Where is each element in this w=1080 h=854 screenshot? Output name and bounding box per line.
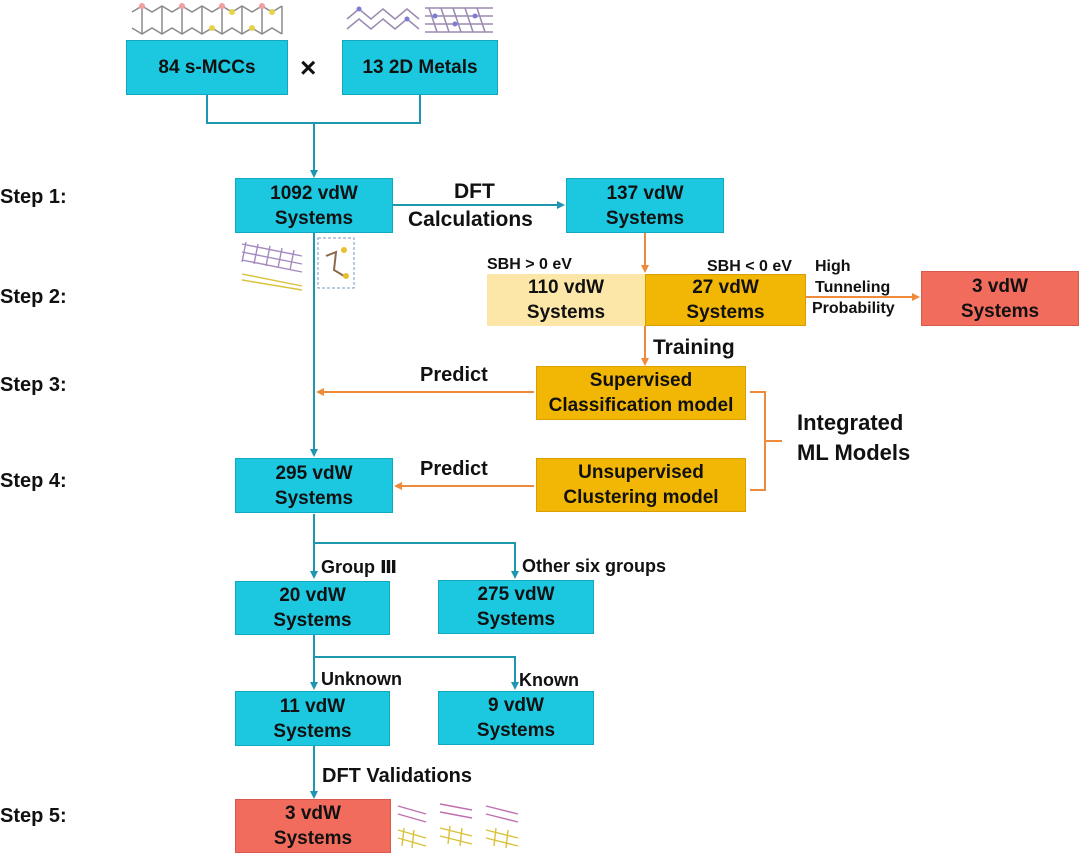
box-1092-line1: 1092 vdW [270, 182, 358, 204]
sbh-positive-label: SBH > 0 eV [487, 256, 572, 273]
input-merge-line [206, 95, 421, 124]
box-110-systems: 110 vdW Systems [487, 274, 645, 326]
box-110-line1: 110 vdW [527, 277, 605, 298]
metal-lattice-icon [346, 6, 493, 33]
times-symbol: × [300, 52, 317, 83]
box-275-line1: 275 vdW [477, 584, 555, 605]
box-3-systems-bottom: 3 vdW Systems [235, 799, 391, 853]
supervised-model-box: Supervised Classification model [536, 366, 746, 420]
other-groups-label: Other six groups [522, 556, 667, 576]
sbh-negative-label: SBH < 0 eV [707, 258, 792, 275]
step-3-label: Step 3: [0, 374, 67, 396]
input-2d-metals-box: 13 2D Metals [342, 40, 498, 95]
step-4-label: Step 4: [0, 470, 67, 492]
calculations-label: Calculations [408, 208, 533, 231]
dft-validations-label: DFT Validations [322, 765, 473, 787]
box-3-bottom-line1: 3 vdW [285, 803, 341, 824]
heterostructure-icon [241, 237, 355, 291]
tunneling-label-3: Probability [812, 300, 895, 317]
box-295-systems: 295 vdW Systems [235, 458, 393, 513]
known-label: Known [519, 670, 579, 690]
tunneling-label-2: Tunneling [815, 279, 891, 296]
unknown-label: Unknown [321, 669, 402, 689]
box-3-top-line1: 3 vdW [972, 275, 1028, 297]
box-137-line1: 137 vdW [606, 182, 684, 204]
box-27-line2: Systems [686, 302, 765, 323]
predict-label-2: Predict [420, 458, 488, 480]
box-11-line1: 11 vdW [279, 695, 346, 717]
box-110-line2: Systems [526, 302, 606, 323]
box-295-line1: 295 vdW [275, 462, 353, 484]
box-9-line1: 9 vdW [488, 695, 544, 716]
ml-models-label: ML Models [797, 440, 911, 465]
box-20-line1: 20 vdW [279, 585, 346, 606]
tunneling-label-1: High [815, 258, 851, 275]
box-137-systems: 137 vdW Systems [566, 178, 724, 233]
supervised-line1: Supervised [589, 370, 693, 391]
dft-label: DFT [454, 180, 495, 203]
unsupervised-line2: Clustering model [563, 487, 719, 508]
box-20-systems: 20 vdW Systems [235, 581, 390, 635]
integrated-bracket [750, 391, 782, 491]
arrow-20-to-9 [314, 656, 519, 690]
input-s-mccs-label: 84 s-MCCs [158, 57, 256, 78]
box-3-bottom-line2: Systems [273, 828, 353, 849]
box-3-systems-top: 3 vdW Systems [921, 271, 1079, 326]
box-11-systems: 11 vdW Systems [235, 691, 390, 746]
supervised-line2: Classification model [548, 395, 734, 416]
result-structures-icon [397, 803, 519, 849]
box-1092-systems: 1092 vdW Systems [235, 178, 393, 233]
box-20-line2: Systems [273, 610, 352, 631]
step-1-label: Step 1: [0, 186, 67, 208]
box-3-top-line2: Systems [960, 300, 1040, 322]
integrated-label: Integrated [797, 410, 904, 435]
unsupervised-line1: Unsupervised [578, 462, 704, 483]
crystal-structure-icon [131, 3, 283, 35]
box-295-line2: Systems [274, 487, 354, 509]
predict-label-1: Predict [420, 364, 488, 386]
input-2d-metals-label: 13 2D Metals [362, 57, 478, 78]
unsupervised-model-box: Unsupervised Clustering model [536, 458, 746, 512]
input-s-mccs-box: 84 s-MCCs [126, 40, 288, 95]
box-275-line2: Systems [476, 609, 556, 630]
box-275-systems: 275 vdW Systems [438, 580, 594, 634]
box-27-line1: 27 vdW [692, 277, 759, 298]
box-1092-line2: Systems [274, 207, 354, 229]
step-2-label: Step 2: [0, 286, 67, 308]
box-11-line2: Systems [273, 720, 352, 742]
box-9-line2: Systems [476, 720, 556, 741]
step-5-label: Step 5: [0, 805, 67, 827]
box-9-systems: 9 vdW Systems [438, 691, 594, 745]
box-137-line2: Systems [605, 207, 685, 229]
group-3-label: Group Ⅲ [321, 557, 398, 577]
training-label: Training [653, 336, 735, 359]
arrow-295-to-275 [314, 542, 519, 579]
box-27-systems: 27 vdW Systems [645, 274, 806, 326]
